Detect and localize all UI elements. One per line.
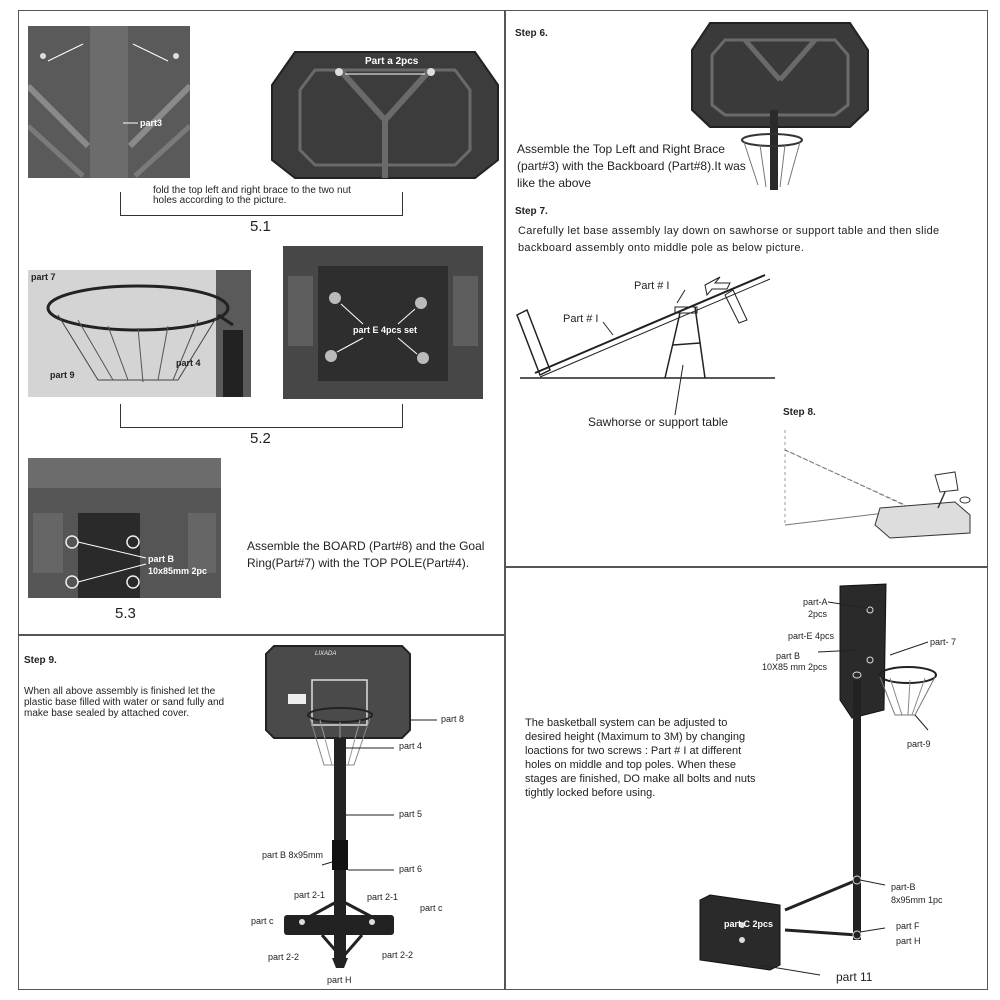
label-part-f-final: part F [896,921,920,931]
label-part-b-size-final: 10X85 mm 2pcs [762,662,828,672]
label-part5: part 5 [399,809,423,819]
label-part6: part 6 [399,864,423,874]
label-part11-final: part 11 [836,970,873,984]
step6-heading: Step 6. [515,28,548,39]
label-part-b-final: part B [776,651,801,661]
caption-5-1: 5.1 [250,218,271,235]
rim-net-drawing [28,270,251,397]
step9-heading: Step 9. [24,655,57,666]
step9-text: When all above assembly is finished let … [24,686,225,719]
final-system-drawing [699,583,937,976]
label-part-e-final: part-E 4pcs [788,631,835,641]
bracket-5-1 [120,192,403,216]
step8-heading: Step 8. [783,407,816,418]
label-part4: part 4 [176,358,201,368]
instruction-5-3: Assemble the BOARD (Part#8) and the Goal… [247,539,485,570]
label-part-h-s9: part H [327,975,352,985]
label-part4-s9: part 4 [399,741,423,751]
label-part-b-s9: part B 8x95mm [262,850,324,860]
label-part-a: Part a 2pcs [365,56,419,67]
label-part-h-final: part H [896,936,921,946]
brand-logo: LIXADA [315,651,337,657]
label-part-a-qty: 2pcs [808,609,828,619]
panel-final [505,567,988,990]
bracket-5-2 [120,404,403,428]
panel-step6-8 [505,10,988,567]
step9-system-drawing [265,645,437,968]
step8-drawing [784,430,971,539]
label-part-b2-final: part-B [891,882,916,892]
label-part3: part3 [140,118,163,128]
step7-sawhorse-drawing [516,274,775,416]
step6-text: Assemble the Top Left and Right Brace (p… [517,142,746,190]
label-part-b2-size-final: 8x95mm 1pc [891,895,943,905]
label-part-b-size: 10x85mm 2pc [148,566,208,576]
photo-5-3-part-b: part B 10x85mm 2pc [28,458,221,598]
step6-backboard-drawing [691,22,869,190]
label-partc-left: part c [251,916,274,926]
label-part8: part 8 [441,714,465,724]
photo-5-1-brace-closeup: part3 [28,26,190,178]
photo-5-1-backboard: Part a 2pcs [270,40,500,180]
label-part-a-final: part-A [803,597,828,607]
photo-5-2-rim: part 7 part 4 part 9 [28,270,251,397]
photo-5-2-part-e: part E 4pcs set [283,246,483,399]
label-part-b: part B [148,554,175,564]
label-part21-right: part 2-1 [367,892,399,902]
label-part22-left: part 2-2 [268,952,300,962]
label-part9: part 9 [50,370,75,380]
instruction-5-1: fold the top left and right brace to the… [153,185,351,206]
label-partc-right: part c [420,903,443,913]
label-part21-left: part 2-1 [294,890,326,900]
label-part7-final: part- 7 [930,637,957,647]
part-b-drawing [28,458,221,598]
part-e-drawing [283,246,483,399]
caption-5-3: 5.3 [115,605,136,622]
step7-heading: Step 7. [515,206,548,217]
label-part-c-final: part C 2pcs [724,919,774,929]
label-part9-final: part-9 [907,739,931,749]
final-text: The basketball system can be adjusted to… [525,717,756,799]
label-part-e: part E 4pcs set [353,325,418,335]
label-part-i-bottom: Part # I [563,313,599,325]
label-part22-right: part 2-2 [382,950,414,960]
panel-step9 [18,635,505,990]
caption-5-2: 5.2 [250,430,271,447]
label-part7: part 7 [31,272,56,282]
label-sawhorse: Sawhorse or support table [588,415,729,429]
panel-step5 [18,10,505,635]
label-part-i-top: Part # I [634,280,670,292]
step7-text: Carefully let base assembly lay down on … [518,225,940,254]
brace-closeup-drawing [28,26,190,178]
backboard-back-drawing [271,51,499,179]
